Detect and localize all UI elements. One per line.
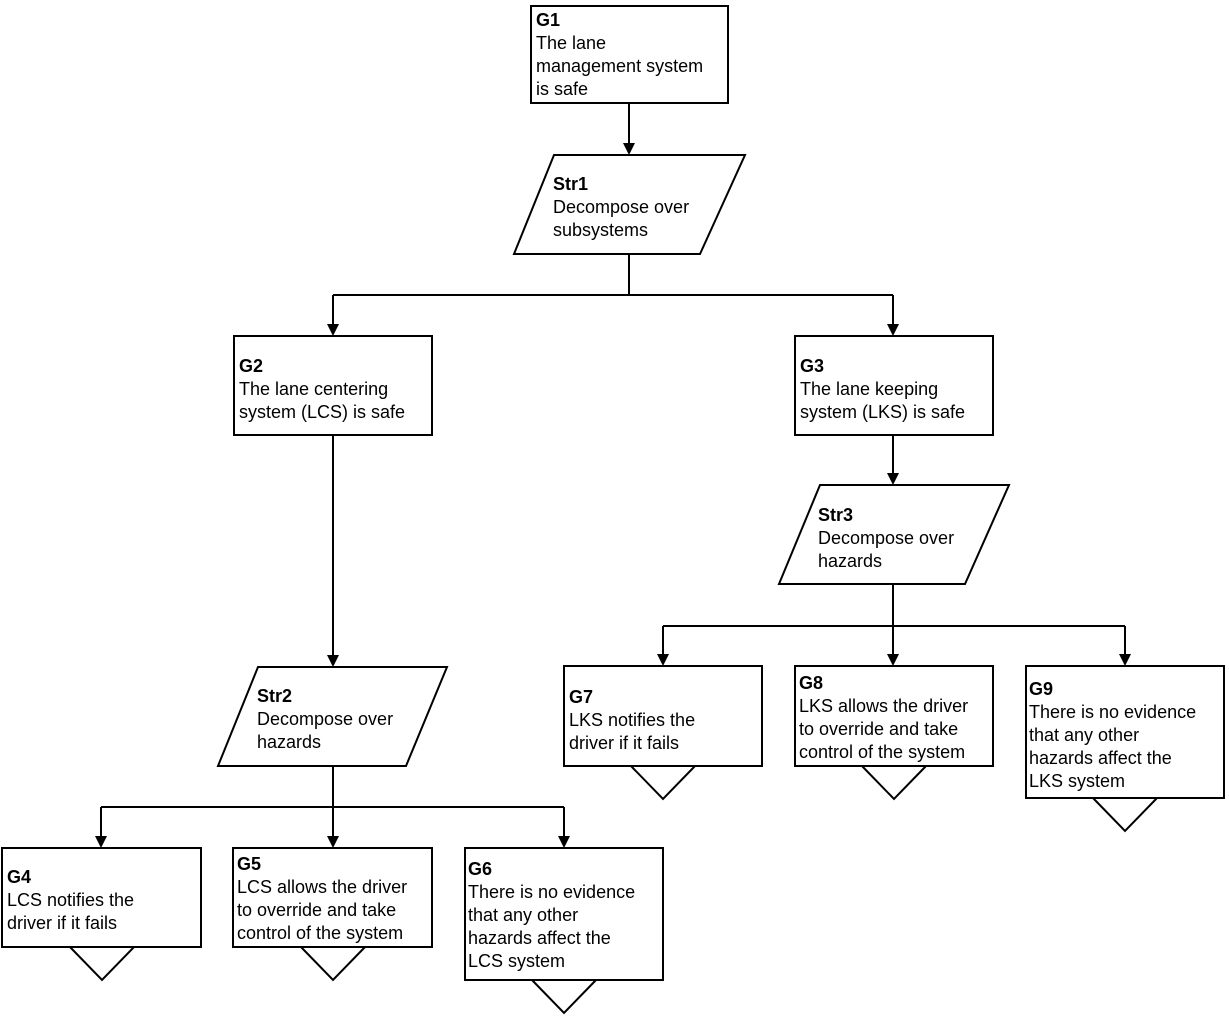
undeveloped-marker-g7: [630, 765, 696, 801]
goal-g7: G7 LKS notifies the driver if it fails: [569, 686, 695, 755]
goal-box-g6: [464, 847, 664, 981]
strategy-str2: Str2 Decompose over hazards: [257, 685, 393, 754]
goal-id: G7: [569, 687, 594, 707]
undeveloped-marker-g9: [1092, 797, 1158, 833]
goal-text: LCS allows the driver to override and ta…: [237, 877, 408, 943]
goal-box-g4: [1, 847, 202, 948]
strategy-id: Str2: [257, 686, 293, 706]
strategy-str3: Str3 Decompose over hazards: [818, 504, 954, 573]
goal-g1: G1 The lane management system is safe: [536, 9, 703, 101]
goal-g6: G6 There is no evidence that any other h…: [468, 858, 635, 973]
goal-g9: G9 There is no evidence that any other h…: [1029, 678, 1196, 793]
goal-text: LCS notifies the driver if it fails: [7, 890, 135, 933]
strategy-id: Str1: [553, 174, 589, 194]
goal-id: G4: [7, 867, 32, 887]
goal-id: G2: [239, 356, 264, 376]
strategy-shape-str1: [512, 154, 747, 255]
goal-box-g9: [1025, 665, 1225, 799]
strategy-text: Decompose over hazards: [818, 528, 955, 571]
goal-text: The lane keeping system (LKS) is safe: [800, 379, 966, 422]
goal-text: LKS allows the driver to override and ta…: [799, 696, 969, 762]
goal-id: G5: [237, 854, 262, 874]
goal-box-g7: [563, 665, 763, 767]
goal-g4: G4 LCS notifies the driver if it fails: [7, 866, 134, 935]
goal-id: G9: [1029, 679, 1054, 699]
undeveloped-marker-g4: [69, 946, 135, 982]
goal-id: G1: [536, 10, 561, 30]
strategy-text: Decompose over hazards: [257, 709, 394, 752]
goal-text: The lane management system is safe: [536, 33, 704, 99]
strategy-shape-str2: [216, 666, 449, 767]
goal-text: LKS notifies the driver if it fails: [569, 710, 696, 753]
goal-box-g8: [794, 665, 994, 767]
goal-id: G3: [800, 356, 825, 376]
goal-id: G6: [468, 859, 493, 879]
strategy-str1: Str1 Decompose over subsystems: [553, 173, 689, 242]
goal-text: There is no evidence that any other haza…: [468, 882, 636, 971]
goal-g3: G3 The lane keeping system (LKS) is safe: [800, 355, 965, 424]
goal-text: The lane centering system (LCS) is safe: [239, 379, 406, 422]
goal-g8: G8 LKS allows the driver to override and…: [799, 672, 968, 764]
goal-g2: G2 The lane centering system (LCS) is sa…: [239, 355, 405, 424]
strategy-shape-str3: [777, 484, 1011, 585]
goal-text: There is no evidence that any other haza…: [1029, 702, 1197, 791]
undeveloped-marker-g8: [861, 765, 927, 801]
goal-box-g5: [232, 847, 433, 948]
undeveloped-marker-g6: [531, 979, 597, 1015]
goal-id: G8: [799, 673, 824, 693]
undeveloped-marker-g5: [300, 946, 366, 982]
strategy-text: Decompose over subsystems: [553, 197, 690, 240]
goal-g5: G5 LCS allows the driver to override and…: [237, 853, 407, 945]
strategy-id: Str3: [818, 505, 854, 525]
